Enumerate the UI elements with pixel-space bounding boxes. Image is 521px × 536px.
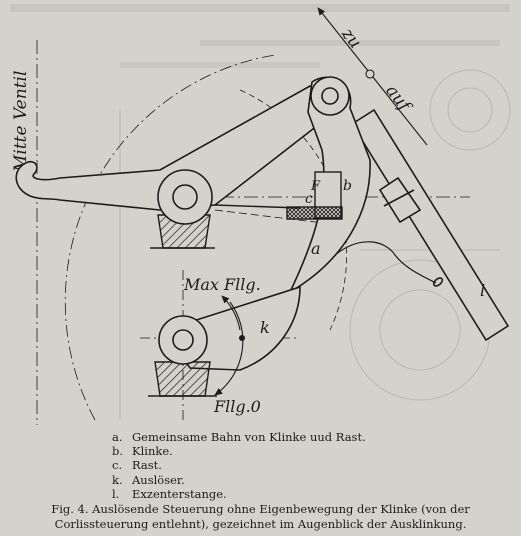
legend-item: b.Klinke.: [112, 444, 173, 459]
label-a: a: [311, 239, 321, 258]
legend-item: c.Rast.: [112, 458, 162, 473]
mechanism-figure: zu auf Mitte Ventil l c b a F: [10, 4, 511, 425]
legend-item: l.Exzenterstange.: [112, 486, 227, 501]
caption-line-2: Corlissteuerung entlehnt), gezeichnet im…: [54, 516, 467, 531]
label-auf: auf: [381, 81, 415, 117]
main-lever: [15, 85, 342, 211]
fill-range-arc: [214, 301, 244, 396]
label-b: b: [343, 178, 352, 194]
trip-shaft-bearing: [148, 315, 217, 397]
caption-line-1: Fig. 4. Auslösende Steuerung ohne Eigenb…: [51, 502, 470, 516]
legend-item: a.Gemeinsame Bahn von Klinke uud Rast.: [112, 430, 366, 444]
label-c: c: [305, 191, 313, 207]
label-mitte-ventil: Mitte Ventil: [11, 71, 31, 173]
trip-point: [239, 335, 245, 341]
label-fllg-0: Fllg.0: [213, 397, 261, 416]
label-l: l: [480, 281, 485, 300]
upper-pivot: [310, 76, 350, 116]
direction-arrow: [317, 7, 428, 146]
main-shaft-bearing: [150, 169, 215, 249]
catch-block: [214, 171, 343, 220]
fill-range-arc-top: [221, 295, 241, 331]
label-F: F: [310, 179, 321, 194]
label-zu: zu: [337, 24, 366, 53]
legend-item: k.Auslöser.: [112, 472, 185, 487]
eccentric-rod: [350, 108, 510, 342]
figure-caption: Fig. 4. Auslösende Steuerung ohne Eigenb…: [4, 502, 517, 531]
trip-wire: [334, 241, 437, 284]
label-max-fllg: Max Fllg.: [183, 275, 261, 294]
legend: a.Gemeinsame Bahn von Klinke uud Rast. b…: [112, 430, 366, 501]
label-k: k: [260, 318, 270, 337]
